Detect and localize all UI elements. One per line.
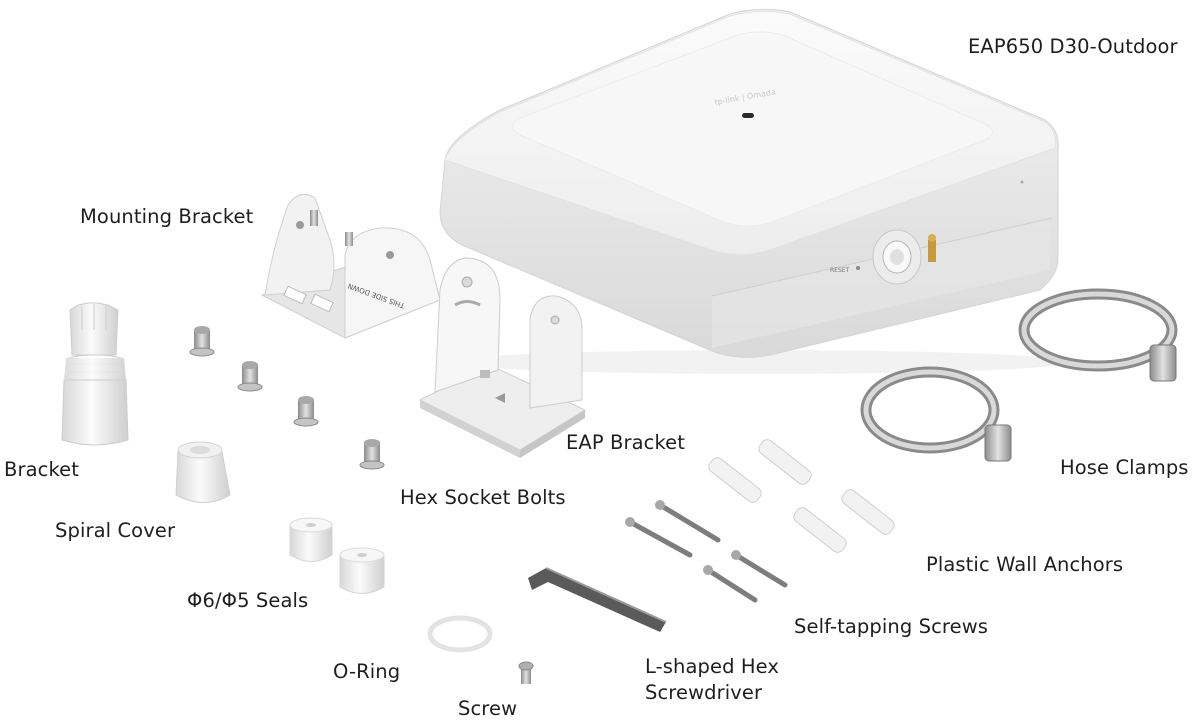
self-tapping-screws	[627, 502, 788, 603]
label-l-shaped-hex-screwdriver: L-shaped Hex Screwdriver	[645, 655, 780, 704]
antenna-connector-icon	[928, 234, 936, 262]
l-shaped-hex-screwdriver	[528, 567, 667, 632]
arrow-mark-icon	[495, 393, 505, 403]
spiral-cover	[175, 441, 231, 503]
label-eap-bracket: EAP Bracket	[566, 431, 686, 454]
eap-bracket	[418, 257, 587, 458]
cable-gland-port-icon	[872, 229, 922, 285]
hose-clamps	[860, 288, 1178, 462]
label-spiral-cover: Spiral Cover	[55, 519, 176, 542]
label-o-ring: O-Ring	[333, 660, 401, 683]
label-seals: Φ6/Φ5 Seals	[187, 589, 309, 612]
reset-button-icon	[856, 266, 860, 270]
label-plastic-wall-anchors: Plastic Wall Anchors	[926, 553, 1124, 576]
access-point-device: tp-link | Omada RESET	[439, 8, 1070, 374]
o-ring	[427, 615, 493, 653]
seals	[289, 517, 385, 594]
small-screw	[518, 661, 534, 684]
led-indicator-icon	[742, 113, 754, 118]
label-mounting-bracket: Mounting Bracket	[80, 205, 254, 228]
reset-label: RESET	[830, 267, 850, 274]
label-self-tapping-screws: Self-tapping Screws	[794, 615, 989, 638]
hex-socket-bolts	[189, 326, 385, 470]
label-hose-clamps: Hose Clamps	[1060, 456, 1189, 479]
plastic-wall-anchors	[708, 439, 895, 553]
product-title: EAP650 D30-Outdoor	[968, 35, 1178, 58]
mounting-bracket: THIS SIDE DOWN	[260, 193, 442, 339]
cable-gland-bracket	[61, 302, 129, 446]
label-screw: Screw	[458, 697, 518, 720]
label-hex-socket-bolts: Hex Socket Bolts	[400, 486, 566, 509]
label-bracket: Bracket	[4, 458, 80, 481]
